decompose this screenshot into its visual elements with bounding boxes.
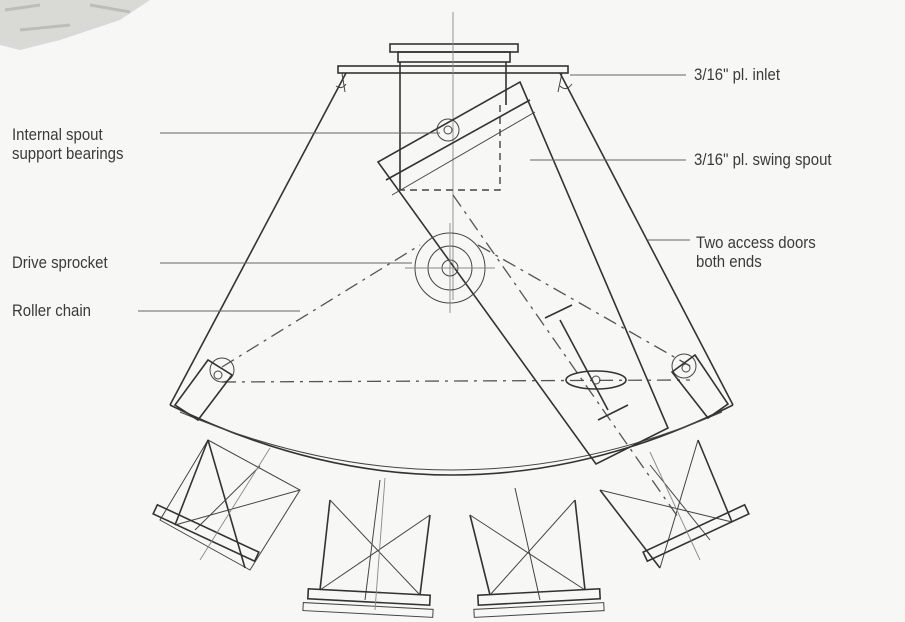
drive-sprocket xyxy=(405,223,495,313)
hopper-body xyxy=(169,72,734,476)
label-internal-spout-bearings: Internal spout support bearings xyxy=(12,125,123,163)
label-bearings-line2: support bearings xyxy=(12,144,124,163)
label-access-doors-line1: Two access doors xyxy=(696,233,816,252)
right-idler xyxy=(670,353,730,420)
outlet-leg-4 xyxy=(599,439,750,569)
label-access-doors: Two access doors both ends xyxy=(696,233,816,271)
spout-hidden-outline xyxy=(399,105,501,191)
swing-spout xyxy=(376,80,670,466)
inlet-flange xyxy=(335,43,573,190)
spout-actuator xyxy=(544,304,629,421)
label-swing-spout: 3/16" pl. swing spout xyxy=(694,150,832,169)
outlet-leg-3 xyxy=(469,487,605,618)
outlet-leg-1 xyxy=(152,439,301,571)
label-roller-chain: Roller chain xyxy=(12,301,91,320)
label-drive-sprocket: Drive sprocket xyxy=(12,253,108,272)
label-inlet: 3/16" pl. inlet xyxy=(694,65,780,84)
roller-chain xyxy=(221,194,691,521)
left-idler xyxy=(173,357,235,422)
outlet-leg-2 xyxy=(302,479,434,618)
label-bearings-line1: Internal spout xyxy=(12,125,103,144)
photo-remnant xyxy=(0,0,150,50)
label-access-doors-line2: both ends xyxy=(696,252,762,271)
hopper-bottom-arc xyxy=(169,404,734,476)
